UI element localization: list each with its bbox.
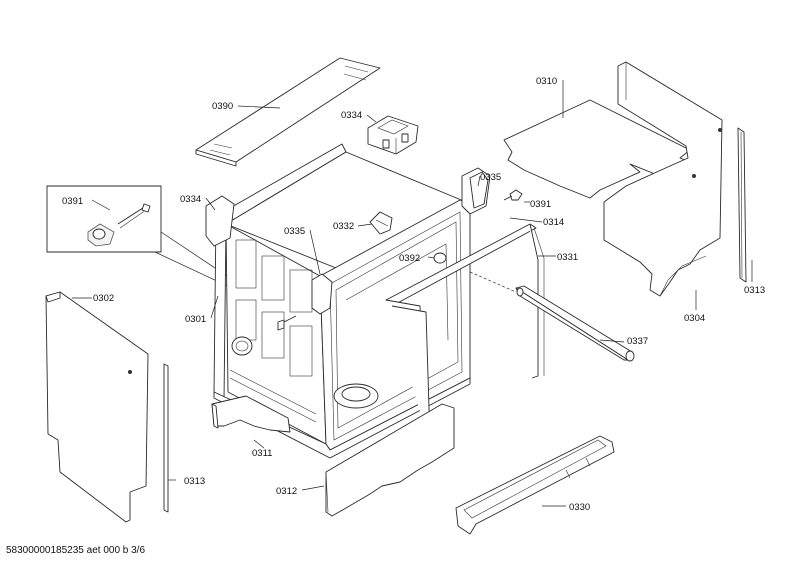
label-0314: 0314 <box>543 217 564 228</box>
label-0392: 0392 <box>399 253 420 264</box>
part-0313-strip-left <box>163 363 169 513</box>
part-0313-strip-right <box>737 127 747 283</box>
label-0337: 0337 <box>627 336 648 347</box>
label-0391-right: 0391 <box>530 199 551 210</box>
part-0304-side-insulation <box>603 61 723 297</box>
leader-lines <box>72 80 753 507</box>
label-0331: 0331 <box>557 252 578 263</box>
label-0313-right: 0313 <box>744 285 765 296</box>
part-0312-toe-kick <box>325 403 455 517</box>
label-0332: 0332 <box>333 221 354 232</box>
part-0330-bottom-cover <box>455 435 615 535</box>
label-0301: 0301 <box>185 314 206 325</box>
label-0302: 0302 <box>93 293 114 304</box>
label-0334-top: 0334 <box>341 110 362 121</box>
label-0390: 0390 <box>212 101 233 112</box>
label-0313-left: 0313 <box>184 476 205 487</box>
part-0302-front-panel <box>45 291 149 523</box>
label-0335-right: 0335 <box>480 172 501 183</box>
part-0314-0331-seal-frame <box>385 223 545 445</box>
part-0391-screw <box>503 189 523 201</box>
part-0311-base-panel <box>211 395 291 433</box>
label-0304: 0304 <box>684 313 705 324</box>
label-0312: 0312 <box>276 486 297 497</box>
label-0334-left: 0334 <box>180 194 201 205</box>
label-0330: 0330 <box>569 502 590 513</box>
label-0391-box: 0391 <box>62 196 83 207</box>
label-0311: 0311 <box>252 448 272 459</box>
part-0390-top-plate <box>195 57 381 167</box>
part-labels: 0390 0334 0310 0334 0335 0391 0391 0335 … <box>62 76 765 513</box>
part-0334-hinge-top <box>367 115 419 155</box>
label-0310: 0310 <box>536 76 557 87</box>
label-0335-center: 0335 <box>284 226 305 237</box>
part-0335-hinge <box>469 171 489 209</box>
document-code: 58300000185235 aet 000 b 3/6 <box>6 545 146 556</box>
part-0337-rail <box>515 285 635 362</box>
